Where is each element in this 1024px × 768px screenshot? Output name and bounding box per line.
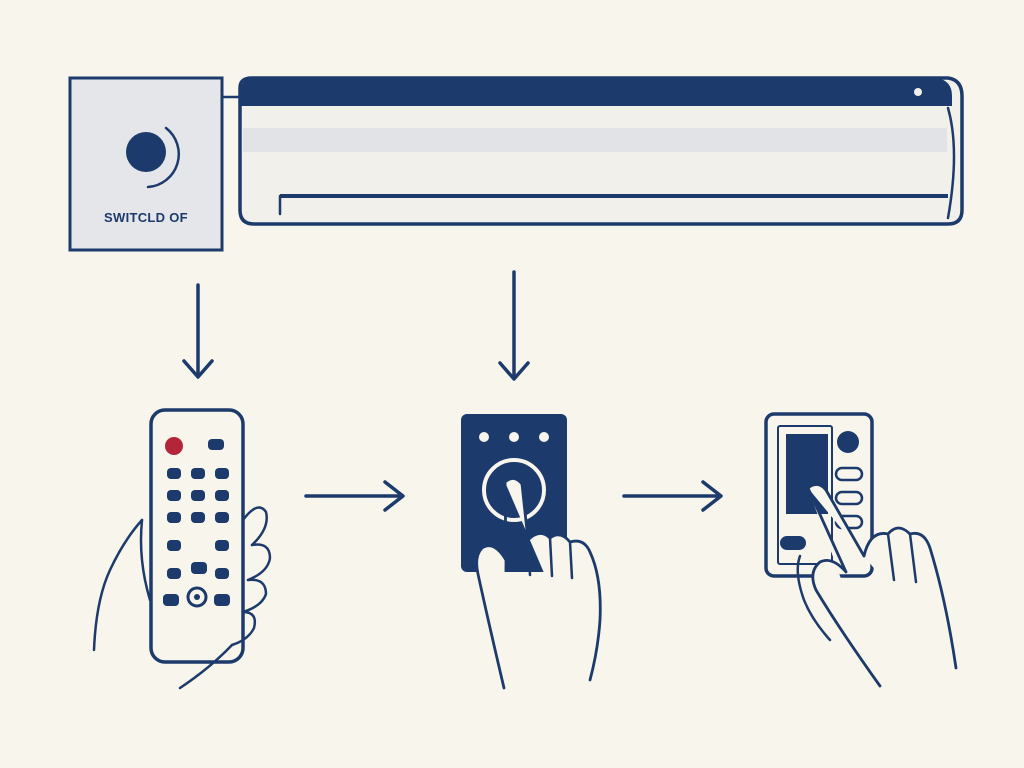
round-button[interactable] [837,431,859,453]
dial-button[interactable] [482,458,546,522]
air-conditioner-unit [238,76,964,226]
arrow-down-icon [182,283,214,379]
wall-switch-box[interactable]: SWITCLD OF [68,76,224,252]
status-indicator [914,88,922,96]
pointing-hand-icon [796,483,958,688]
holding-hand-icon [92,506,272,690]
remote-control[interactable] [149,408,245,664]
remote-power-button[interactable] [165,437,183,455]
arrow-down-icon [498,270,530,381]
switch-box-label: SWITCLD OF [104,210,188,225]
power-button-icon[interactable] [126,126,180,189]
arrow-right-icon [622,480,723,512]
arrow-right-icon [304,480,405,512]
remote-keypad[interactable] [163,439,230,606]
pointing-hand-icon [475,477,602,690]
